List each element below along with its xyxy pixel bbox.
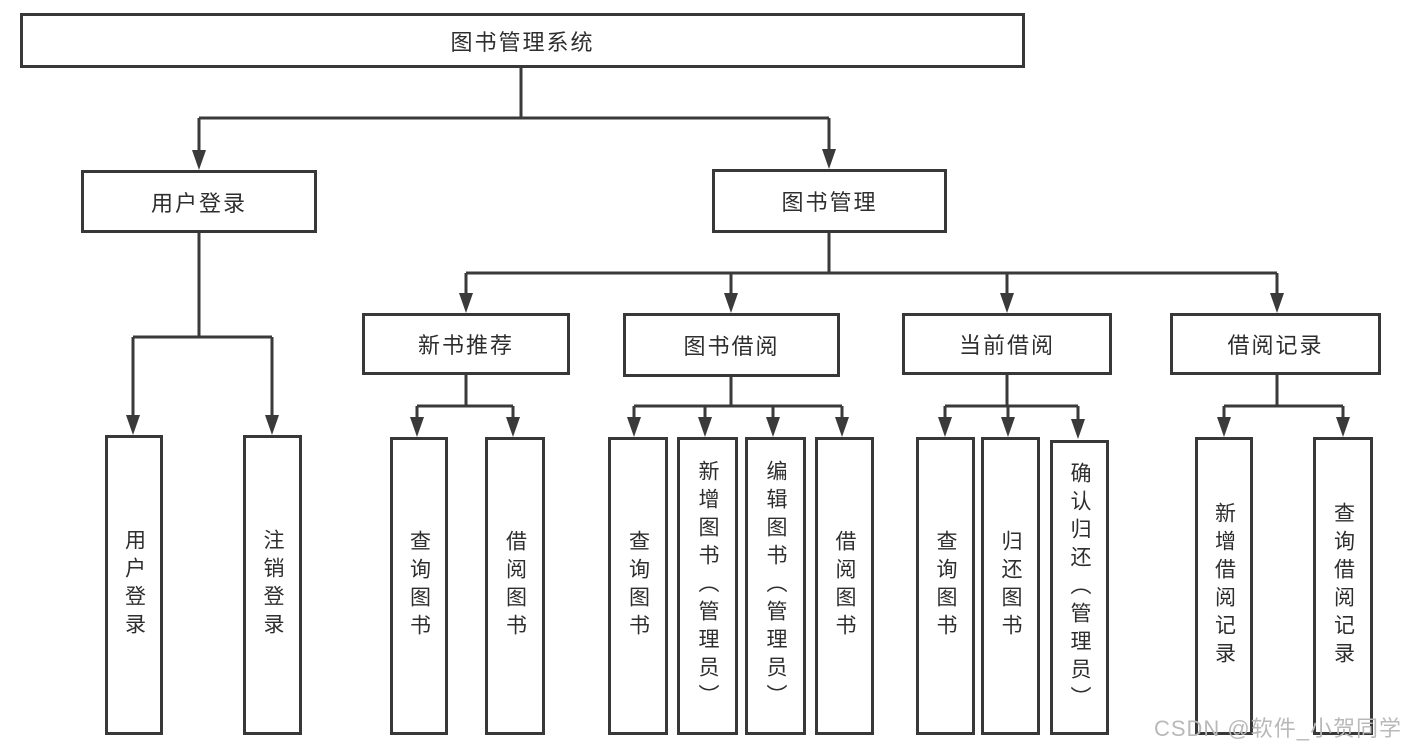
node-borrow-add-book-admin: 新增图书（管理员） — [677, 437, 738, 735]
csdn-watermark: CSDN @软件_小贺同学 — [1153, 716, 1402, 741]
node-borrow-record: 借阅记录 — [1170, 313, 1381, 375]
node-label: 图书借阅 — [683, 334, 780, 359]
connector-root-to-level2 — [192, 68, 836, 170]
node-newbook-borrow-book: 借阅图书 — [485, 437, 545, 735]
node-label: 编辑图书（管理员） — [764, 460, 787, 712]
connector-user-login-children — [126, 233, 279, 435]
node-current-borrow: 当前借阅 — [902, 313, 1112, 375]
node-borrow-query-book: 查询图书 — [608, 437, 668, 735]
node-label: 查询图书 — [934, 530, 957, 642]
node-borrow-edit-book-admin: 编辑图书（管理员） — [745, 437, 806, 735]
node-label: 借阅记录 — [1227, 333, 1324, 358]
node-book-management-group: 图书管理 — [712, 169, 947, 233]
node-borrow-borrow-book: 借阅图书 — [815, 437, 874, 735]
node-label: 新增借阅记录 — [1212, 502, 1236, 670]
connector-book-management-sections — [459, 233, 1284, 313]
node-label: 图书管理 — [781, 190, 878, 215]
node-label: 借阅图书 — [503, 530, 527, 642]
node-label: 查询图书 — [626, 530, 650, 642]
node-label: 归还图书 — [999, 530, 1022, 642]
node-label: 确认归还（管理员） — [1068, 461, 1091, 714]
connector-book-borrow-children — [627, 375, 849, 437]
node-user-login-group: 用户登录 — [81, 170, 317, 233]
node-label: 新书推荐 — [417, 333, 514, 358]
node-current-query-book: 查询图书 — [916, 437, 975, 735]
connector-current-borrow-children — [938, 375, 1085, 439]
node-label: 用户登录 — [122, 529, 146, 641]
node-record-query-borrow-record: 查询借阅记录 — [1313, 437, 1373, 735]
node-newbook-query-book: 查询图书 — [390, 437, 448, 735]
node-label: 图书管理系统 — [450, 29, 595, 55]
node-label: 查询借阅记录 — [1331, 502, 1355, 670]
node-logout: 注销登录 — [243, 435, 302, 735]
node-current-return-book: 归还图书 — [981, 437, 1040, 735]
node-label: 借阅图书 — [833, 530, 856, 642]
node-user-login: 用户登录 — [105, 435, 163, 735]
node-new-book-recommend: 新书推荐 — [362, 313, 570, 375]
node-label: 用户登录 — [150, 190, 247, 216]
connector-borrow-record-children — [1217, 375, 1350, 437]
node-current-confirm-return-admin: 确认归还（管理员） — [1050, 440, 1109, 735]
connector-new-book-children — [410, 375, 520, 437]
node-label: 查询图书 — [407, 530, 431, 642]
node-label: 当前借阅 — [958, 333, 1055, 358]
node-book-borrow: 图书借阅 — [623, 313, 840, 377]
node-label: 注销登录 — [261, 529, 284, 641]
node-label: 新增图书（管理员） — [696, 460, 719, 712]
node-root: 图书管理系统 — [20, 13, 1025, 68]
node-record-add-borrow-record: 新增借阅记录 — [1195, 437, 1253, 735]
